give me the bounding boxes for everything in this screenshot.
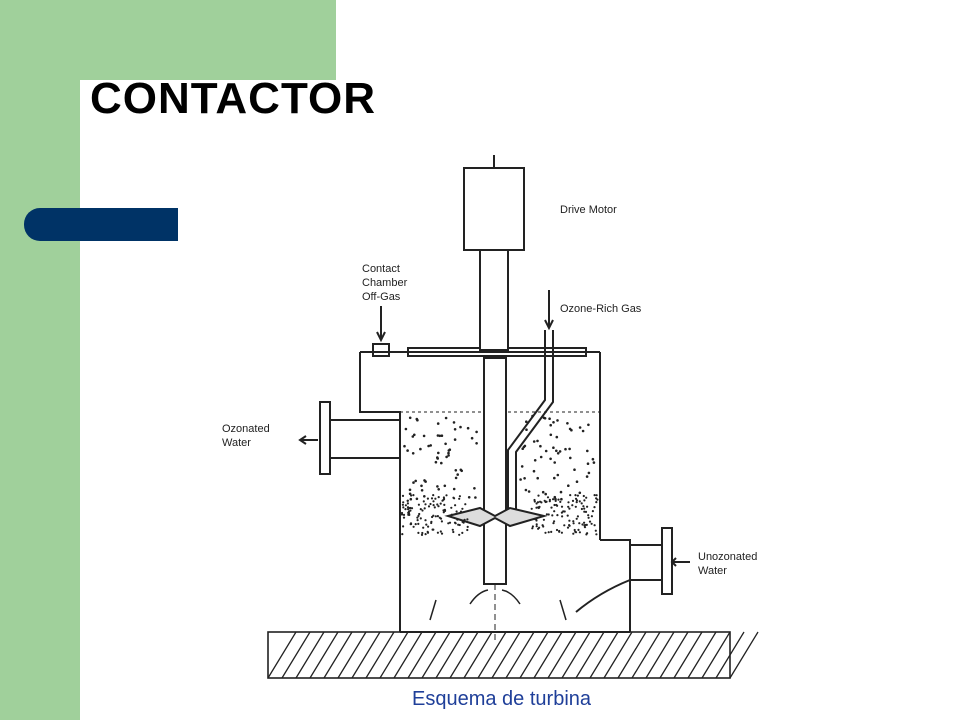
label-unozonated-water: Water bbox=[698, 565, 727, 577]
ozone-gas-pipe bbox=[507, 290, 554, 512]
gas-bubbles bbox=[400, 414, 599, 537]
flow-arrows bbox=[429, 589, 567, 621]
label-ozone-gas: Ozone-Rich Gas bbox=[560, 303, 642, 315]
label-off-gas: Contact bbox=[362, 263, 400, 275]
contactor-diagram: Drive Motor Contact Chamber Off-Gas Ozon… bbox=[222, 155, 759, 679]
label-off-gas: Chamber bbox=[362, 277, 408, 289]
sidebar-band bbox=[0, 0, 80, 720]
label-off-gas: Off-Gas bbox=[362, 291, 401, 303]
unozonated-water-inlet bbox=[575, 527, 690, 613]
contactor-tank bbox=[359, 347, 631, 633]
ground-base bbox=[267, 631, 759, 679]
slide-title: CONTACTOR bbox=[90, 74, 377, 123]
label-unozonated-water: Unozonated bbox=[698, 551, 757, 563]
ozonated-water-outlet bbox=[298, 401, 400, 475]
label-ozonated-water: Ozonated bbox=[222, 423, 270, 435]
accent-bar bbox=[24, 208, 178, 241]
turbine-impeller bbox=[444, 506, 548, 528]
label-drive-motor: Drive Motor bbox=[560, 204, 617, 216]
label-ozonated-water: Water bbox=[222, 437, 251, 449]
drive-motor bbox=[463, 155, 525, 640]
diagram-caption: Esquema de turbina bbox=[412, 688, 592, 710]
off-gas-vent bbox=[372, 306, 390, 357]
